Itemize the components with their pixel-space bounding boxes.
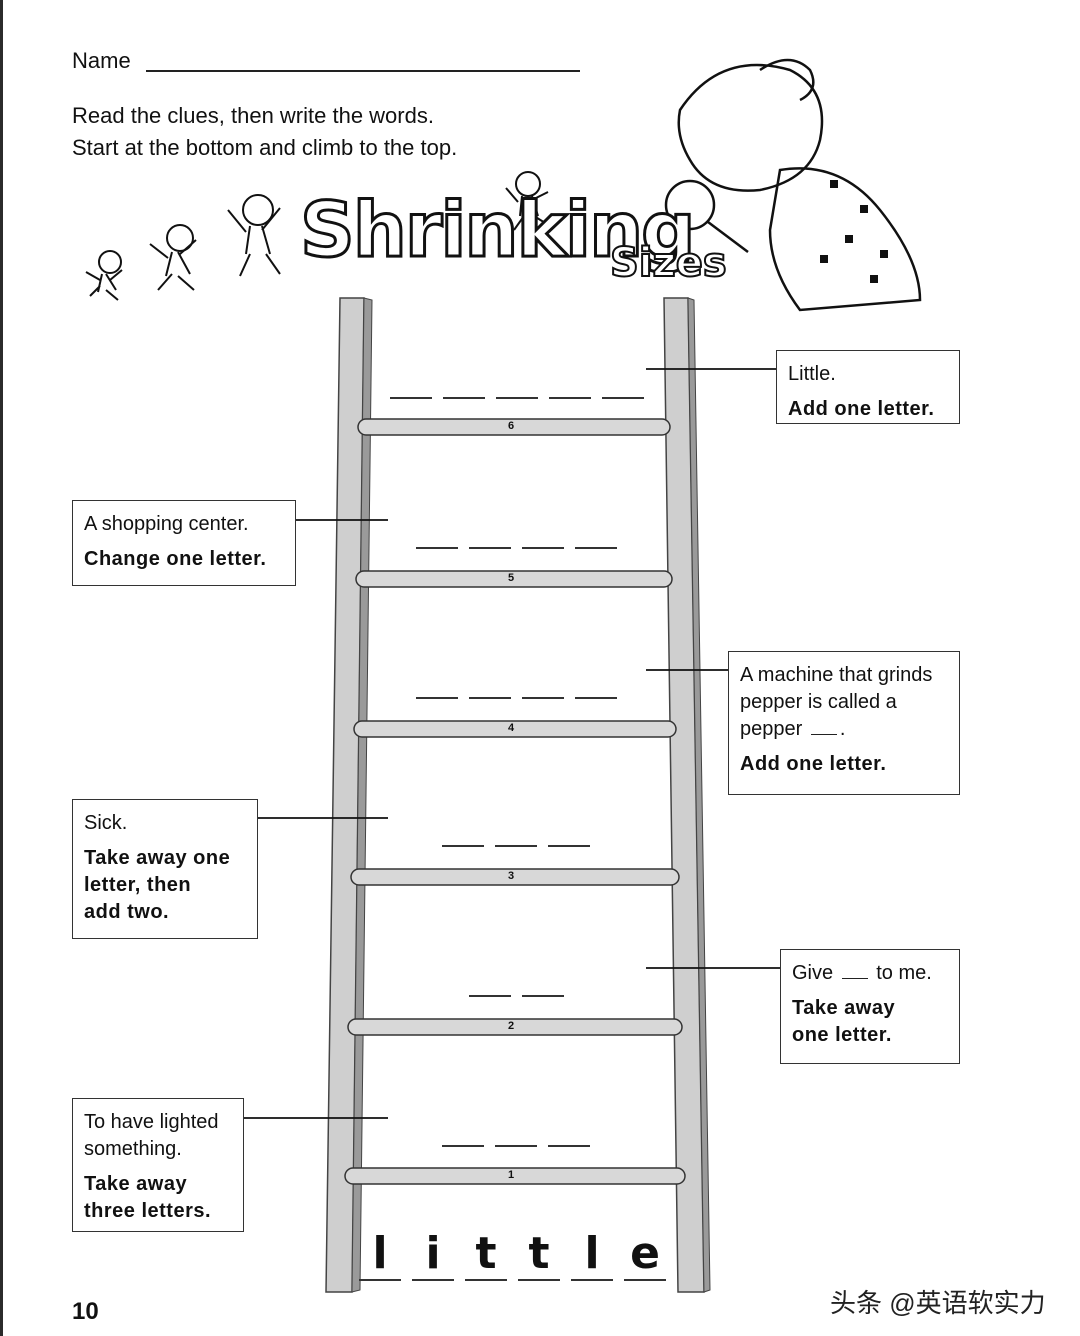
clue-action: Add one letter. <box>788 398 935 420</box>
clue-action: one letter. <box>792 1024 892 1046</box>
child-figure-icon <box>505 171 551 231</box>
child-figure-icon <box>149 224 197 291</box>
clue-text: pepper . <box>740 716 948 743</box>
answer-blank[interactable] <box>416 697 458 699</box>
name-label: Name <box>72 48 131 73</box>
rung-number: 3 <box>508 870 515 882</box>
answer-blank[interactable] <box>548 1145 590 1147</box>
answer-blank[interactable] <box>442 1145 484 1147</box>
page-number: 10 <box>72 1298 99 1325</box>
clue-blank <box>810 734 837 735</box>
clue-text: something. <box>84 1138 182 1160</box>
answer-blank[interactable] <box>548 845 590 847</box>
answer-blank[interactable] <box>495 1145 537 1147</box>
clue-action: Take away <box>792 997 896 1019</box>
answer-blank[interactable] <box>469 995 511 997</box>
final-word-underline <box>571 1279 613 1281</box>
final-word-underline <box>359 1279 401 1281</box>
instruction-line: Start at the bottom and climb to the top… <box>72 135 458 160</box>
clue-action: add two. <box>84 901 170 923</box>
rung-number: 2 <box>508 1020 515 1032</box>
clue-action: letter, then <box>84 874 192 896</box>
clue-box-1: To have lighted something. Take away thr… <box>72 1098 244 1232</box>
answer-blank[interactable] <box>442 845 484 847</box>
clue-action: three letters. <box>84 1200 212 1222</box>
ladder <box>325 297 711 1293</box>
connector-lines <box>244 368 780 1119</box>
child-figure-icon <box>227 194 281 277</box>
subtitle: Sizes <box>609 239 728 287</box>
instruction-line: Read the clues, then write the words. <box>72 103 434 128</box>
clue-box-3: Sick. Take away one letter, then add two… <box>72 799 258 939</box>
clue-box-6: Little. Add one letter. <box>776 350 960 424</box>
clue-text: A machine that grinds <box>740 664 933 686</box>
clue-text-fragment: to me. <box>876 962 932 984</box>
answer-blank[interactable] <box>469 697 511 699</box>
final-word-underline <box>412 1279 454 1281</box>
final-word-letter: l <box>584 1228 600 1279</box>
clue-box-2: Give to me. Take away one letter. <box>780 949 960 1064</box>
page-edge <box>0 0 3 1336</box>
answer-blank[interactable] <box>443 397 485 399</box>
clue-action: Take away <box>84 1173 188 1195</box>
answer-blank[interactable] <box>575 547 617 549</box>
answer-blank[interactable] <box>522 697 564 699</box>
title: Shrinking <box>299 184 698 276</box>
clue-action: Take away one <box>84 847 231 869</box>
instructions: Read the clues, then write the words. St… <box>72 100 457 164</box>
clue-text: To have lighted <box>84 1111 219 1133</box>
rung-number: 6 <box>508 420 515 432</box>
clue-blank <box>841 978 868 979</box>
clue-text: pepper is called a <box>740 691 897 713</box>
rung-number: 1 <box>508 1169 515 1181</box>
final-word-letter: t <box>475 1228 497 1279</box>
answer-blank[interactable] <box>495 845 537 847</box>
answer-blank[interactable] <box>496 397 538 399</box>
final-word-underline <box>518 1279 560 1281</box>
clue-text-fragment: Give <box>792 962 834 984</box>
clue-text-fragment: pepper <box>740 718 803 740</box>
name-field[interactable] <box>146 70 580 72</box>
final-word-underline <box>624 1279 666 1281</box>
clue-action: Add one letter. <box>740 753 887 775</box>
clue-action: Change one letter. <box>84 548 267 570</box>
child-figure-icon <box>85 250 123 301</box>
clue-box-5: A shopping center. Change one letter. <box>72 500 296 586</box>
final-word-letter: i <box>425 1228 441 1279</box>
ladder-rungs <box>344 418 686 1185</box>
final-word-letter: l <box>372 1228 388 1279</box>
answer-blank[interactable] <box>522 547 564 549</box>
rung-number: 5 <box>508 572 515 584</box>
answer-blank[interactable] <box>390 397 432 399</box>
clue-text: Sick. <box>84 812 128 834</box>
clue-text: A shopping center. <box>84 513 249 535</box>
answer-blank[interactable] <box>469 547 511 549</box>
final-word-letter: t <box>528 1228 550 1279</box>
final-word-letter: e <box>630 1228 660 1279</box>
girl-with-magnifier-icon <box>664 58 922 312</box>
clue-box-4: A machine that grinds pepper is called a… <box>728 651 960 795</box>
clue-text-fragment: . <box>839 718 846 740</box>
clue-text: Give to me. <box>792 960 948 987</box>
answer-blank[interactable] <box>602 397 644 399</box>
rung-number: 4 <box>508 722 515 734</box>
watermark: 头条 @英语软实力 <box>830 1288 1046 1318</box>
final-word-underline <box>465 1279 507 1281</box>
answer-blank[interactable] <box>416 547 458 549</box>
answer-blank[interactable] <box>522 995 564 997</box>
answer-blank[interactable] <box>575 697 617 699</box>
clue-text: Little. <box>788 363 836 385</box>
answer-blank[interactable] <box>549 397 591 399</box>
